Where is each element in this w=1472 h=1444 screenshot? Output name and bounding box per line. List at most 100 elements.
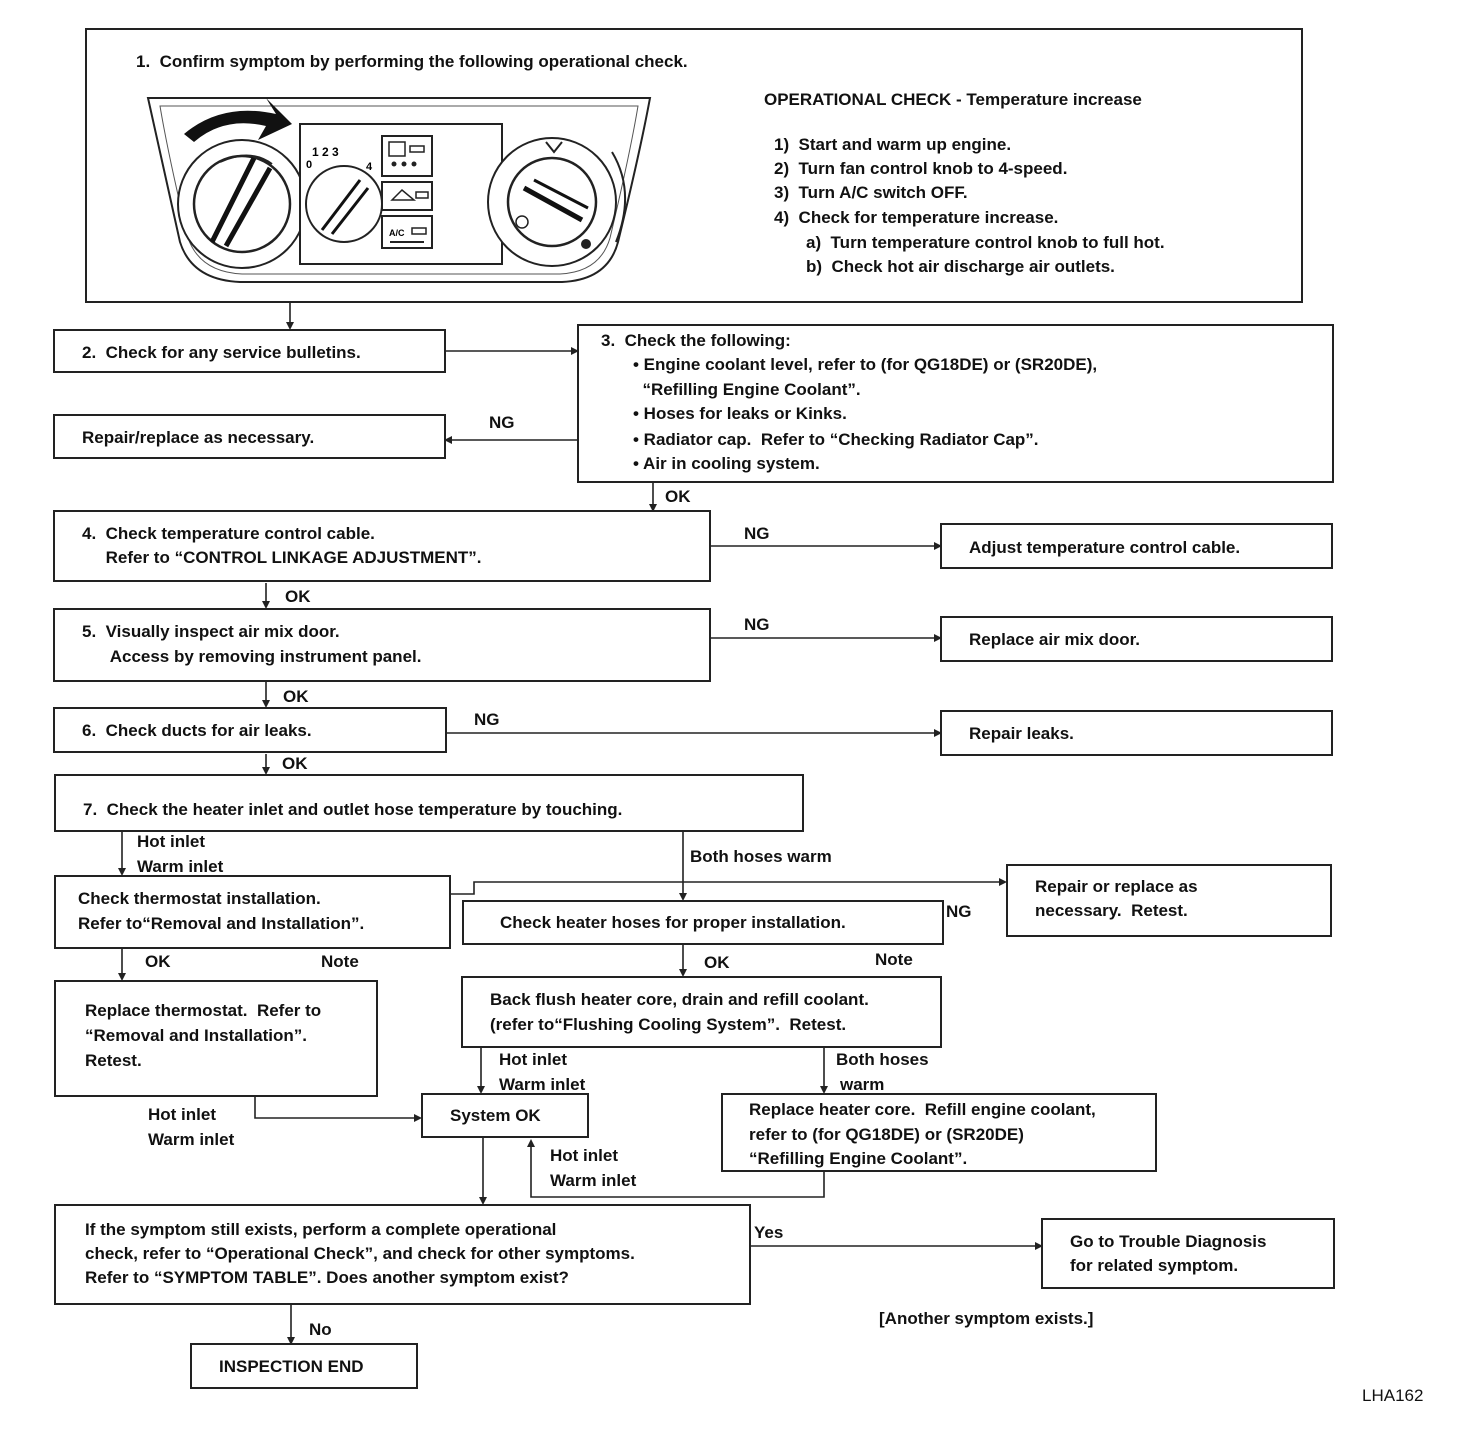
op-step-2: 2) Turn fan control knob to 4-speed. [774,159,1068,178]
step7-box: 7. Check the heater inlet and outlet hos… [54,774,804,832]
adjust-cable-box: Adjust temperature control cable. [940,523,1333,569]
hot-inlet-label-4: Hot inlet [550,1146,618,1165]
replace-thermostat-line-1: Replace thermostat. Refer to [85,1001,322,1020]
repair-retest-box: Repair or replace as necessary. Retest. [1006,864,1332,937]
hot-inlet-label-1: Hot inlet [137,832,205,851]
step2-text: 2. Check for any service bulletins. [82,343,361,362]
step5-box: 5. Visually inspect air mix door. Access… [53,608,711,682]
system-ok-text: System OK [450,1106,541,1125]
op-substep-a: a) Turn temperature control knob to full… [806,233,1165,252]
ok-label-step5: OK [283,687,309,706]
step6-text: 6. Check ducts for air leaks. [82,721,312,740]
inspection-end-text: INSPECTION END [219,1357,364,1376]
ac-button-label: A/C [389,228,405,238]
op-check-title: OPERATIONAL CHECK - Temperature increase [764,90,1142,109]
repair-leaks-box: Repair leaks. [940,710,1333,756]
ng-label-step6: NG [474,710,500,729]
step3-item-1: • Engine coolant level, refer to (for QG… [633,355,1098,374]
step3-title: 3. Check the following: [601,331,791,350]
hot-inlet-label-3: Hot inlet [148,1105,216,1124]
hot-inlet-label-2: Hot inlet [499,1050,567,1069]
fan-max-label: 4 [366,161,373,173]
fan-off-label: 0 [306,159,312,171]
no-label: No [309,1320,332,1339]
note-label-heater-hoses: Note [875,950,913,969]
panel-inner-outline [159,105,639,275]
warm-label: warm [840,1075,885,1094]
replace-thermostat-box: Replace thermostat. Refer to “Removal an… [54,980,378,1097]
final-question-box: If the symptom still exists, perform a c… [54,1204,751,1305]
fan-speed-dial-icon: 1 2 3 0 4 [305,145,383,243]
step1-box: 1. Confirm symptom by performing the fol… [85,28,1303,303]
both-hoses-warm-label: Both hoses warm [690,847,832,866]
ok-label-thermostat: OK [145,952,171,971]
ng-label-step3: NG [489,413,515,432]
final-question-line-2: check, refer to “Operational Check”, and… [85,1244,635,1263]
op-substep-b: b) Check hot air discharge air outlets. [806,257,1115,276]
replace-core-line-1: Replace heater core. Refill engine coola… [749,1100,1096,1119]
fan-scale-label: 1 2 3 [312,145,339,159]
step3-box: 3. Check the following: • Engine coolant… [577,324,1334,483]
replace-door-box: Replace air mix door. [940,616,1333,662]
step4-box: 4. Check temperature control cable. Refe… [53,510,711,582]
op-step-3: 3) Turn A/C switch OFF. [774,183,968,202]
replace-thermostat-line-3: Retest. [85,1051,142,1070]
step3-item-3: • Radiator cap. Refer to “Checking Radia… [633,430,1039,449]
final-question-line-3: Refer to “SYMPTOM TABLE”. Does another s… [85,1268,569,1287]
warm-inlet-label-1: Warm inlet [137,857,224,876]
ok-label-step4: OK [285,587,311,606]
replace-door-text: Replace air mix door. [969,630,1141,649]
repair-replace-box: Repair/replace as necessary. [53,414,446,459]
warm-inlet-label-2: Warm inlet [499,1075,586,1094]
step7-text: 7. Check the heater inlet and outlet hos… [83,800,623,819]
ng-label-heater-hoses: NG [946,902,972,921]
another-symptom-caption: [Another symptom exists.] [879,1309,1094,1328]
replace-thermostat-line-2: “Removal and Installation”. [85,1026,307,1045]
step3-item-2: • Hoses for leaks or Kinks. [633,404,847,423]
ok-label-step6: OK [282,754,308,773]
ng-label-step4: NG [744,524,770,543]
trouble-diagnosis-line-1: Go to Trouble Diagnosis [1070,1232,1267,1251]
warm-inlet-label-3: Warm inlet [148,1130,235,1149]
replace-core-line-3: “Refilling Engine Coolant”. [749,1149,968,1168]
system-ok-box: System OK [421,1093,589,1138]
mode-buttons: A/C [381,135,433,249]
ok-label-step3: OK [665,487,691,506]
step3-item-4: • Air in cooling system. [633,454,820,473]
trouble-diagnosis-line-2: for related symptom. [1070,1256,1239,1275]
back-flush-box: Back flush heater core, drain and refill… [461,976,942,1048]
replace-core-box: Replace heater core. Refill engine coola… [721,1093,1157,1172]
step5-line-2: Access by removing instrument panel. [82,647,422,666]
trouble-diagnosis-box: Go to Trouble Diagnosis for related symp… [1041,1218,1335,1289]
op-step-1: 1) Start and warm up engine. [774,135,1012,154]
thermostat-check-line-2: Refer to“Removal and Installation”. [78,914,365,933]
final-question-line-1: If the symptom still exists, perform a c… [85,1220,557,1239]
step3-item-1b: “Refilling Engine Coolant”. [633,380,861,399]
step1-instruction: 1. Confirm symptom by performing the fol… [136,52,688,71]
heater-hoses-box: Check heater hoses for proper installati… [462,900,944,945]
repair-replace-text: Repair/replace as necessary. [82,428,315,447]
ng-label-step5: NG [744,615,770,634]
step4-line-1: 4. Check temperature control cable. [82,524,375,543]
warm-inlet-label-4: Warm inlet [550,1171,637,1190]
ac-control-panel-illustration: 1 2 3 0 4 A/C [146,97,652,283]
replace-core-line-2: refer to (for QG18DE) or (SR20DE) [749,1125,1024,1144]
temperature-dial-icon [177,139,307,269]
inspection-end-box: INSPECTION END [190,1343,418,1389]
back-flush-line-1: Back flush heater core, drain and refill… [490,990,869,1009]
thermostat-check-line-1: Check thermostat installation. [78,889,321,908]
repair-retest-line-2: necessary. Retest. [1035,901,1188,920]
rotate-arrow-icon [184,98,292,142]
thermostat-check-box: Check thermostat installation. Refer to“… [54,875,451,949]
step2-box: 2. Check for any service bulletins. [53,329,446,373]
step6-box: 6. Check ducts for air leaks. [53,707,447,753]
yes-label: Yes [754,1223,784,1242]
both-hoses-label: Both hoses [836,1050,929,1069]
back-flush-line-2: (refer to“Flushing Cooling System”. Rete… [490,1015,847,1034]
repair-retest-line-1: Repair or replace as [1035,877,1198,896]
step5-line-1: 5. Visually inspect air mix door. [82,622,340,641]
adjust-cable-text: Adjust temperature control cable. [969,538,1241,557]
note-label-thermostat: Note [321,952,359,971]
op-step-4: 4) Check for temperature increase. [774,208,1059,227]
ok-label-heater-hoses: OK [704,953,730,972]
